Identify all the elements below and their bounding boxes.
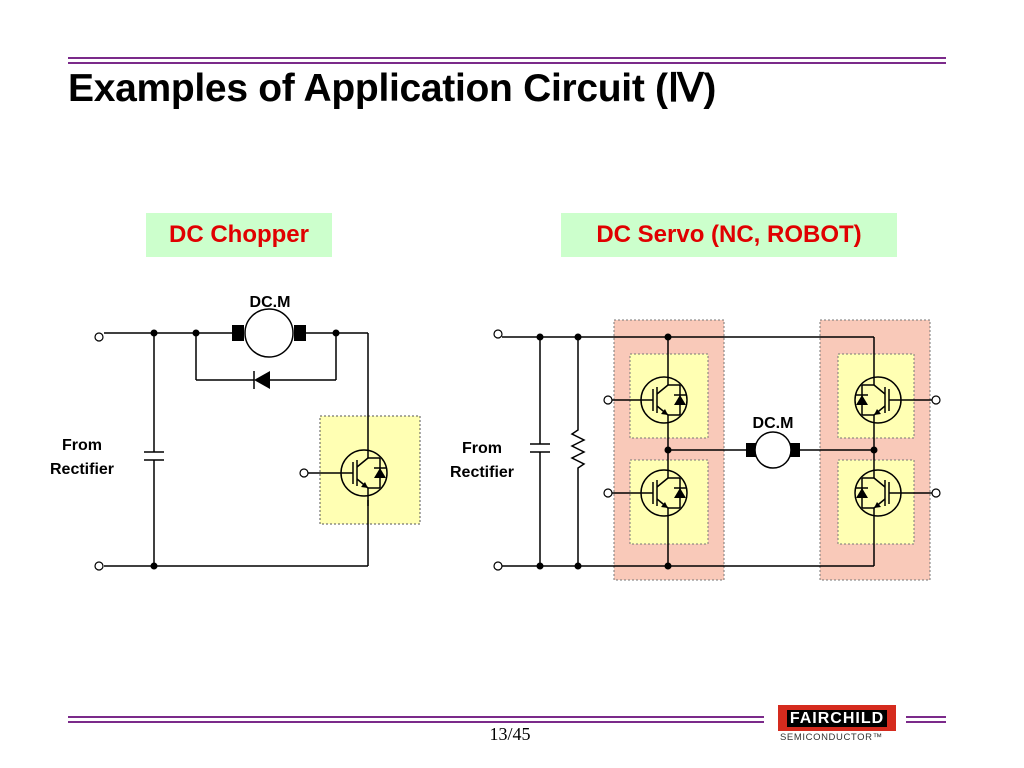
chopper-circuit: DC.M From Rectifier <box>50 294 421 571</box>
chopper-terminal-top <box>94 332 104 342</box>
servo-terminal-bottom <box>493 561 503 571</box>
chopper-igbt-module <box>319 415 421 525</box>
footer-rule-right <box>906 716 946 718</box>
dc-chopper-label: DC Chopper <box>146 213 332 257</box>
footer-rule-left-2 <box>68 721 764 723</box>
servo-gate-lower-left <box>603 488 613 498</box>
servo-source-label-line1: From <box>462 440 502 457</box>
chopper-source-label-line2: Rectifier <box>50 461 114 478</box>
page-number: 13/45 <box>489 724 531 744</box>
chopper-gate-terminal <box>299 468 309 478</box>
footer-rule-left <box>68 716 764 718</box>
header-rule-bottom <box>68 62 946 64</box>
chopper-source-label-line1: From <box>62 437 102 454</box>
dc-servo-label: DC Servo (NC, ROBOT) <box>561 213 897 257</box>
servo-terminal-top <box>493 329 503 339</box>
servo-motor-label: DC.M <box>753 415 794 432</box>
servo-circuit: DC.M From Rectifier <box>450 319 941 581</box>
slide-title: Examples of Application Circuit (Ⅳ) <box>68 67 717 110</box>
chopper-motor-label: DC.M <box>250 294 291 311</box>
chopper-dc-motor <box>232 308 306 358</box>
servo-gate-upper-left <box>603 395 613 405</box>
servo-resistor <box>570 337 586 566</box>
fairchild-logo: FAIRCHILD SEMICONDUCTOR™ <box>778 705 898 745</box>
header-rule-top <box>68 57 946 59</box>
servo-dc-motor <box>746 431 800 469</box>
chopper-terminal-bottom <box>94 561 104 571</box>
servo-source-label-line2: Rectifier <box>450 464 514 481</box>
logo-subtitle: SEMICONDUCTOR™ <box>780 732 883 743</box>
footer-rule-right-2 <box>906 721 946 723</box>
chopper-diode <box>254 371 270 389</box>
servo-gate-upper-right <box>931 395 941 405</box>
servo-gate-lower-right <box>931 488 941 498</box>
logo-name: FAIRCHILD <box>786 709 888 727</box>
